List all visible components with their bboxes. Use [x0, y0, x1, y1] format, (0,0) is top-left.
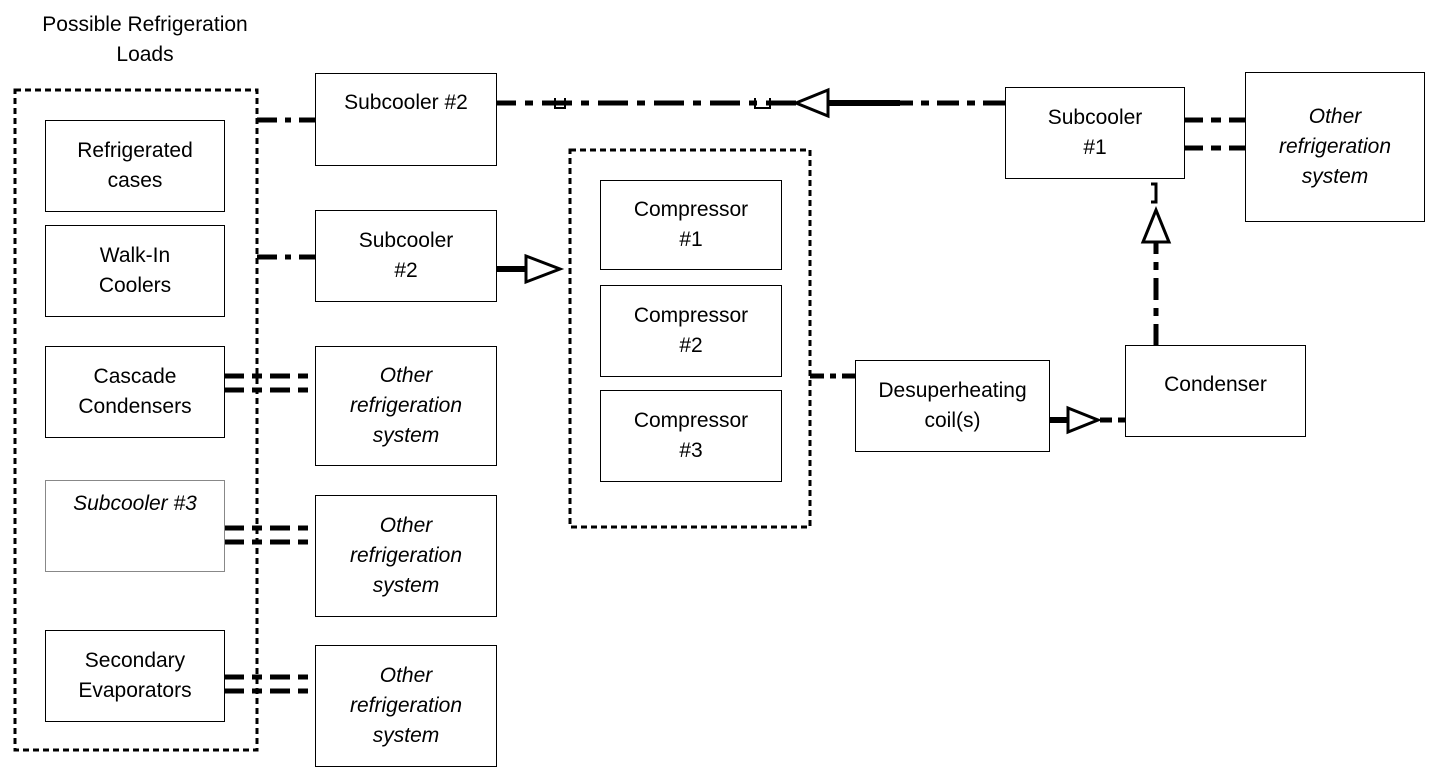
- subcooler-3-box[interactable]: Subcooler #3: [45, 480, 225, 572]
- secondary-evaporators-label: Secondary Evaporators: [78, 649, 192, 702]
- loads-group-title: Possible Refrigeration Loads: [42, 13, 248, 66]
- subcooler-middle-box[interactable]: Subcooler #2: [315, 210, 497, 302]
- compressor-2-box[interactable]: Compressor #2: [600, 285, 782, 377]
- subcooler-1-box[interactable]: Subcooler #1: [1005, 87, 1185, 179]
- compressor-1-label: Compressor #1: [633, 198, 749, 251]
- compressor-3-box[interactable]: Compressor #3: [600, 390, 782, 482]
- other-system-d-box[interactable]: Other refrigeration system: [1245, 72, 1425, 222]
- desuperheating-coil-box[interactable]: Desuperheating coil(s): [855, 360, 1050, 452]
- cascade-condensers-box[interactable]: Cascade Condensers: [45, 346, 225, 438]
- subcooler-top-label: Subcooler #2: [344, 91, 468, 114]
- desuperheating-coil-label: Desuperheating coil(s): [878, 379, 1027, 432]
- refrigerated-cases-box[interactable]: Refrigerated cases: [45, 120, 225, 212]
- other-system-a-label: Other refrigeration system: [349, 364, 463, 447]
- other-system-c-label: Other refrigeration system: [349, 664, 463, 747]
- compressor-1-box[interactable]: Compressor #1: [600, 180, 782, 270]
- arrow-to-subcooler1: [1140, 206, 1172, 244]
- condenser-box[interactable]: Condenser: [1125, 345, 1306, 437]
- compressor-3-label: Compressor #3: [633, 409, 749, 462]
- subcooler-1-label: Subcooler #1: [1047, 106, 1143, 159]
- refrigerated-cases-label: Refrigerated cases: [77, 139, 193, 192]
- secondary-evaporators-box[interactable]: Secondary Evaporators: [45, 630, 225, 722]
- line-secondary-to-other: [224, 674, 312, 694]
- arrow-to-condenser: [1066, 405, 1103, 435]
- other-system-d-label: Other refrigeration system: [1278, 105, 1392, 188]
- other-system-b-box[interactable]: Other refrigeration system: [315, 495, 497, 617]
- arrow-to-subcooler-top: [792, 87, 830, 119]
- walk-in-coolers-label: Walk-In Coolers: [98, 244, 172, 297]
- other-system-a-box[interactable]: Other refrigeration system: [315, 346, 497, 466]
- line-cascade-to-other: [224, 373, 312, 393]
- loads-group-outline: [13, 88, 259, 752]
- compressor-group-outline: [568, 148, 812, 529]
- line-subcooler1-to-other: [1183, 117, 1247, 151]
- subcooler-top-box[interactable]: Subcooler #2: [315, 73, 497, 166]
- arrow-to-compressors: [524, 253, 565, 285]
- condenser-label: Condenser: [1164, 373, 1267, 396]
- line-subcooler3-to-other: [224, 525, 312, 545]
- other-system-b-label: Other refrigeration system: [349, 514, 463, 597]
- compressor-2-label: Compressor #2: [633, 304, 749, 357]
- subcooler-3-label: Subcooler #3: [73, 492, 197, 515]
- subcooler-middle-label: Subcooler #2: [358, 229, 454, 282]
- other-system-c-box[interactable]: Other refrigeration system: [315, 645, 497, 767]
- walk-in-coolers-box[interactable]: Walk-In Coolers: [45, 225, 225, 317]
- cascade-condensers-label: Cascade Condensers: [78, 365, 192, 418]
